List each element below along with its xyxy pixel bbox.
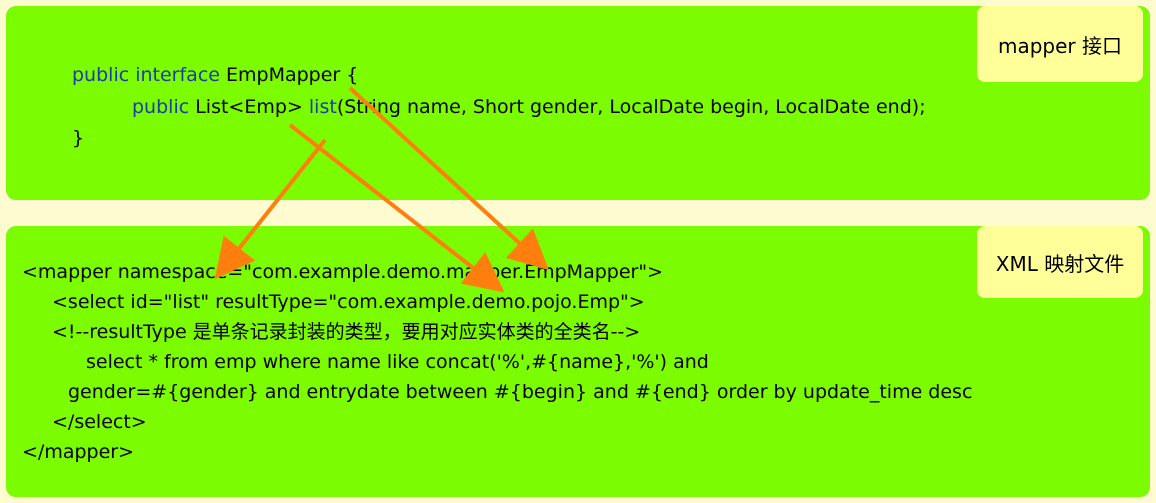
open-brace: {: [346, 64, 359, 86]
method-params: (String name, Short gender, LocalDate be…: [336, 96, 926, 118]
interface-line-1: public interface EmpMapper {: [72, 63, 358, 87]
arrow-returntype-to-resulttype: [288, 123, 505, 293]
interface-keyword: interface: [135, 64, 220, 86]
xml-line-3: <!--resultType 是单条记录封装的类型，要用对应实体类的全类名-->: [52, 321, 641, 343]
xml-line-4: select * from emp where name like concat…: [86, 351, 709, 373]
interface-line-2: public List<Emp> list(String name, Short…: [132, 95, 926, 119]
method-name: list: [308, 96, 337, 118]
interface-panel: [6, 6, 1150, 200]
xml-line-7: </mapper>: [22, 441, 135, 463]
return-type: List<Emp>: [195, 96, 303, 118]
public-keyword: public: [72, 64, 130, 86]
xml-line-2: <select id="list" resultType="com.exampl…: [52, 291, 645, 313]
xml-panel: [6, 226, 1150, 497]
interface-name: EmpMapper: [226, 64, 341, 86]
arrow-method-to-select-id: [214, 138, 327, 280]
xml-line-6: </select>: [52, 411, 147, 433]
public-keyword: public: [132, 96, 190, 118]
xml-tag: XML 映射文件: [977, 226, 1143, 298]
arrow-interface-to-namespace: [348, 86, 549, 271]
xml-line-5: gender=#{gender} and entrydate between #…: [68, 381, 973, 403]
interface-tag: mapper 接口: [977, 6, 1143, 82]
interface-line-3: }: [72, 127, 85, 149]
